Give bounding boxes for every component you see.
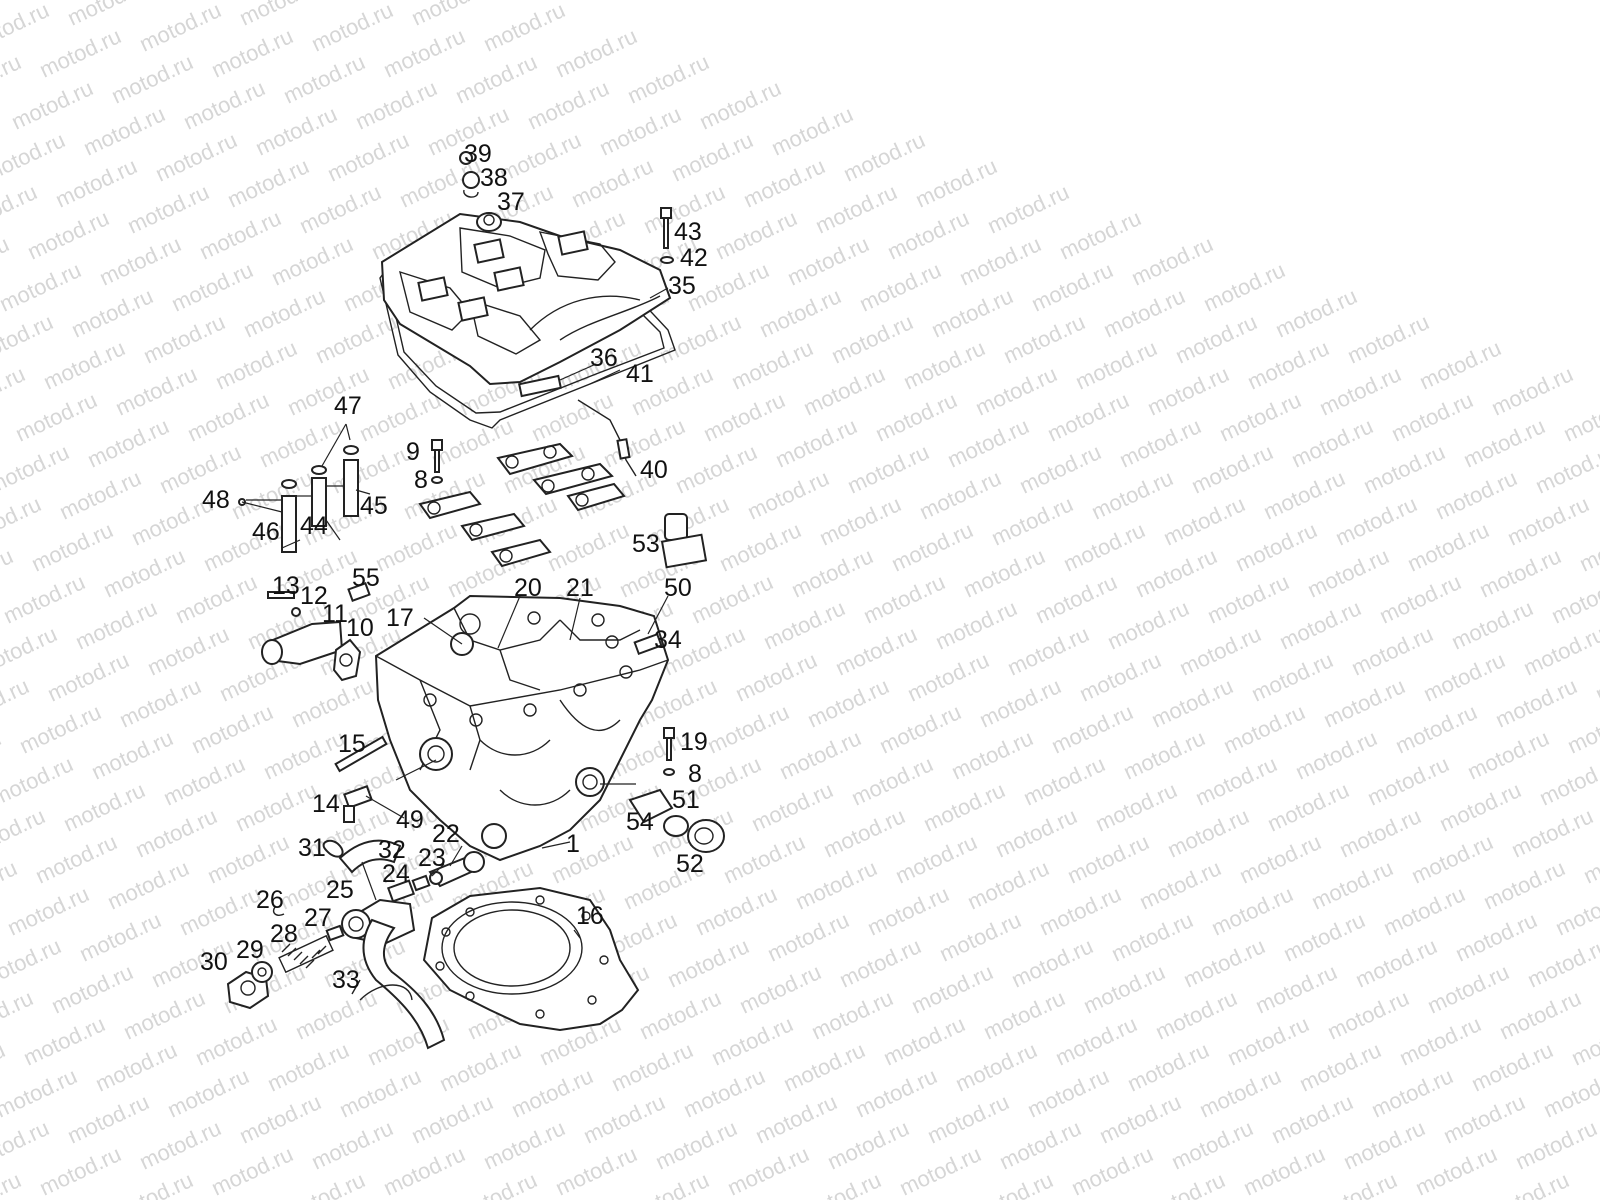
callout-34: 34 — [654, 626, 682, 654]
leader-lines — [241, 287, 669, 939]
callout-52: 52 — [676, 850, 704, 878]
callout-50: 50 — [664, 574, 692, 602]
coolant-pipe — [386, 851, 485, 903]
hose-clamp-33 — [351, 979, 413, 1001]
pin-27 — [325, 924, 345, 942]
callout-30: 30 — [200, 948, 228, 976]
camshaft-caps — [418, 442, 626, 568]
callout-33: 33 — [332, 966, 360, 994]
spring-28 — [278, 934, 334, 974]
callout-46: 46 — [252, 518, 280, 546]
callout-15: 15 — [338, 730, 366, 758]
callout-44: 44 — [300, 512, 328, 540]
callout-29: 29 — [236, 936, 264, 964]
callout-36: 36 — [590, 344, 618, 372]
bolt-19 — [663, 727, 675, 776]
callout-22: 22 — [432, 820, 460, 848]
valve-cover — [380, 212, 672, 398]
hose-51-54 — [628, 788, 689, 837]
callout-53: 53 — [632, 530, 660, 558]
callout-48: 48 — [202, 486, 230, 514]
callout-21: 21 — [566, 574, 594, 602]
callout-25: 25 — [326, 876, 354, 904]
callout-24: 24 — [382, 860, 410, 888]
thermostat-housing-25 — [341, 898, 416, 946]
callout-11: 11 — [322, 600, 348, 628]
callout-20: 20 — [514, 574, 542, 602]
callout-26: 26 — [256, 886, 284, 914]
callout-37: 37 — [497, 188, 525, 216]
callout-17: 17 — [386, 604, 414, 632]
callout-9: 9 — [406, 438, 420, 466]
callout-51: 51 — [672, 786, 700, 814]
callout-55: 55 — [352, 564, 380, 592]
cover-bolt-43 — [660, 207, 674, 264]
callout-39: 39 — [464, 140, 492, 168]
callout-35: 35 — [668, 272, 696, 300]
cylinder-head — [374, 594, 670, 862]
callout-labels: 39 38 37 43 42 35 36 41 47 9 8 40 48 45 … — [200, 140, 708, 994]
washer-29 — [251, 961, 273, 983]
callout-23: 23 — [418, 844, 446, 872]
valve-guides — [238, 445, 359, 553]
callout-54: 54 — [626, 808, 654, 836]
callout-41: 41 — [626, 360, 654, 388]
callout-45: 45 — [360, 492, 388, 520]
callout-19: 19 — [680, 728, 708, 756]
callout-12: 12 — [300, 582, 328, 610]
callout-47: 47 — [334, 392, 362, 420]
callout-14: 14 — [312, 790, 340, 818]
callout-32: 32 — [378, 836, 406, 864]
rubber-pad-53 — [660, 513, 708, 569]
callout-28: 28 — [270, 920, 298, 948]
callout-42: 42 — [680, 244, 708, 272]
callout-43: 43 — [674, 218, 702, 246]
callout-10: 10 — [346, 614, 374, 642]
callout-49: 49 — [396, 806, 424, 834]
callout-8-lower: 8 — [688, 760, 702, 788]
callout-31: 31 — [298, 834, 326, 862]
clamp-31 — [322, 839, 344, 858]
stud-15 — [334, 735, 388, 773]
fitting-14 — [343, 785, 373, 823]
callout-8-upper: 8 — [414, 466, 428, 494]
clip-26 — [272, 905, 285, 916]
callout-16: 16 — [576, 902, 604, 930]
breather-tube — [577, 399, 637, 477]
oil-filler-cap-parts — [459, 151, 502, 232]
head-gasket — [422, 886, 640, 1032]
callout-1: 1 — [566, 830, 580, 858]
coolant-hose-32 — [338, 839, 446, 1050]
callout-40: 40 — [640, 456, 668, 484]
water-outlet — [261, 582, 371, 682]
callout-27: 27 — [304, 904, 332, 932]
callout-38: 38 — [480, 164, 508, 192]
cap-bolt-9 — [431, 439, 443, 484]
cap-52 — [687, 819, 725, 853]
callout-13: 13 — [272, 572, 300, 600]
